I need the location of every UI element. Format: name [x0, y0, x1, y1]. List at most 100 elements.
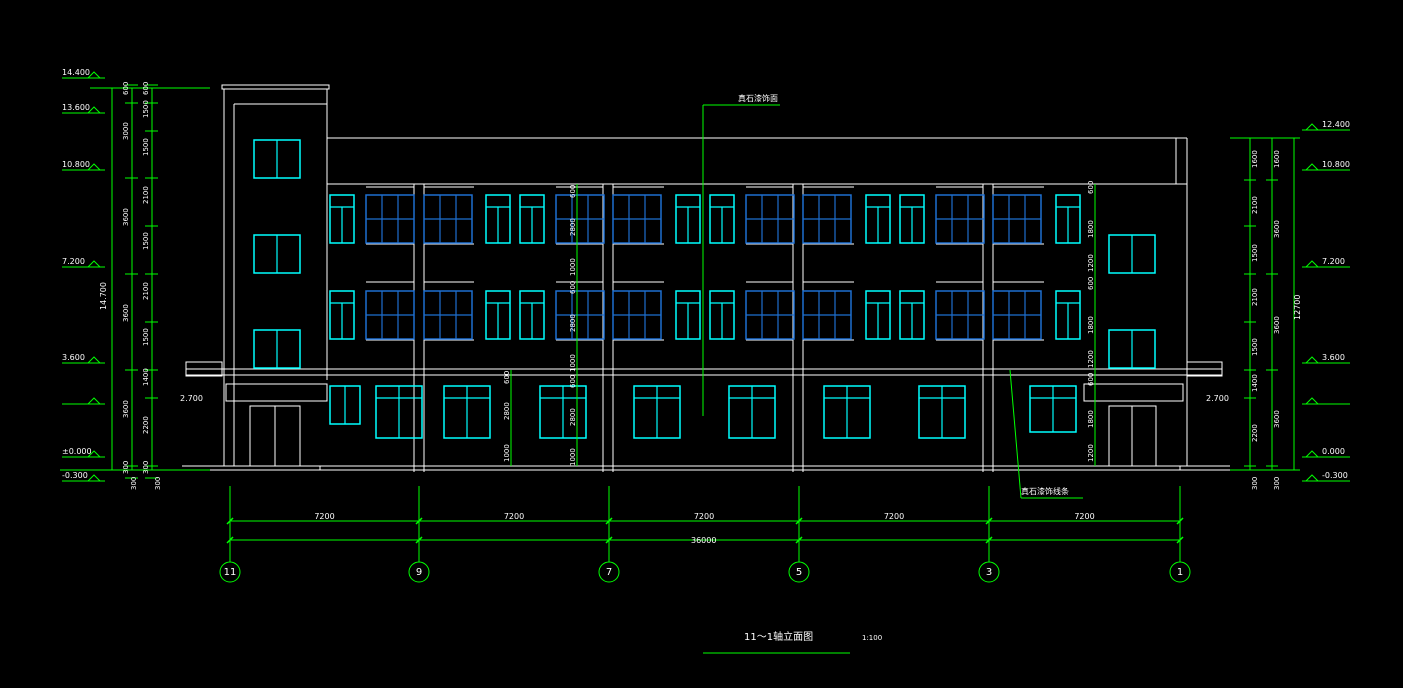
elev-triangle	[1305, 356, 1319, 364]
right-mid-dim: 3600	[1273, 220, 1281, 238]
center-dim-b-label: 1800	[1087, 220, 1095, 238]
axis-tick	[226, 517, 234, 525]
axis-label-7: 7	[606, 567, 612, 578]
axis-span-label: 7200	[694, 512, 714, 521]
axis-bubble	[219, 561, 241, 583]
center-dim-b-label: 600	[1087, 277, 1095, 290]
elev-triangle	[1305, 397, 1319, 405]
elev-triangle	[87, 450, 101, 458]
center-dim-a-label: 2800	[569, 314, 577, 332]
left-inner-dim: 2200	[142, 416, 150, 434]
center-dim-b-label: 600	[1087, 373, 1095, 386]
right-outer-dim: 12700	[1293, 295, 1302, 320]
drawing-scale: 1:100	[862, 634, 882, 642]
dimension-lines	[60, 71, 1350, 583]
right-mid-dim: 3600	[1273, 410, 1281, 428]
axis-span-label: 7200	[314, 512, 334, 521]
right-inner-dim: 2200	[1251, 424, 1259, 442]
axis-span-label: 7200	[504, 512, 524, 521]
axis-tick	[795, 536, 803, 544]
axis-tick	[795, 517, 803, 525]
elev-triangle	[87, 356, 101, 364]
right-inner-dim: 1500	[1251, 338, 1259, 356]
left-mid-dim: 3600	[122, 304, 130, 322]
left-mid-dim: 300	[122, 461, 130, 474]
elev-right-label: -0.300	[1322, 471, 1348, 480]
axis-span-label: 7200	[1074, 512, 1094, 521]
axis-bubble	[978, 561, 1000, 583]
note-bottom-leader	[1009, 369, 1022, 499]
elev-right-label: 10.800	[1322, 160, 1350, 169]
axis-tick	[226, 536, 234, 544]
axis-tick	[605, 517, 613, 525]
center-dim-b-label: 1200	[1087, 350, 1095, 368]
left-inner-dim: 1500	[142, 138, 150, 156]
entry-canopy-right	[1083, 383, 1184, 402]
center-dim-b-label: 1200	[1087, 254, 1095, 272]
axis-tick	[985, 517, 993, 525]
elev-right-label: 0.000	[1322, 447, 1345, 456]
elev-left-label: ±0.000	[62, 447, 92, 456]
right-mid-dim: 300	[1273, 477, 1281, 490]
left-inner-dim: 2100	[142, 282, 150, 300]
axis-tick	[985, 536, 993, 544]
left-mid-dim: 3600	[122, 208, 130, 226]
right-mid-dim: 3600	[1273, 316, 1281, 334]
axis-tick	[605, 536, 613, 544]
elev-triangle	[87, 397, 101, 405]
building-outline	[182, 84, 1230, 472]
elev-triangle	[87, 163, 101, 171]
note-bottom: 真石漆饰线条	[1021, 486, 1069, 496]
center-dim-b-label: 600	[1087, 181, 1095, 194]
center-dim-a-label: 600	[569, 185, 577, 198]
axis-tick	[1176, 536, 1184, 544]
left-bottom-dim: 300	[130, 477, 138, 490]
center-dim-a-label: 2800	[569, 218, 577, 236]
axis-bubble	[1169, 561, 1191, 583]
drawing-title: 11～1轴立面图	[744, 630, 813, 643]
elev-triangle	[1305, 123, 1319, 131]
elev-triangle	[1305, 450, 1319, 458]
elev-right-label: 2.700	[1206, 394, 1229, 403]
axis-total-label: 36000	[691, 536, 716, 545]
axis-bubble	[598, 561, 620, 583]
elev-triangle	[87, 474, 101, 482]
center-dim-a-label: 1000	[569, 258, 577, 276]
axis-label-5: 5	[796, 567, 802, 578]
left-inner-dim: 1500	[142, 232, 150, 250]
right-inner-dim: 1600	[1251, 150, 1259, 168]
left-mid-dim: 3000	[122, 122, 130, 140]
elev-left-label: 7.200	[62, 257, 85, 266]
canopy-right	[1186, 361, 1223, 377]
center-dim-c-label: 600	[503, 371, 511, 384]
left-inner-dim: 300	[142, 461, 150, 474]
elev-right-label: 7.200	[1322, 257, 1345, 266]
right-inner-dim: 1400	[1251, 374, 1259, 392]
left-bottom-dim: 300	[154, 477, 162, 490]
elev-left-label: 14.400	[62, 68, 90, 77]
center-dim-a-label: 600	[569, 375, 577, 388]
axis-span-label: 7200	[884, 512, 904, 521]
right-inner-dim: 300	[1251, 477, 1259, 490]
left-mid-dim: 3600	[122, 400, 130, 418]
canopy-left	[185, 361, 223, 377]
center-dim-b-label: 1200	[1087, 444, 1095, 462]
center-dim-b-label: 1800	[1087, 316, 1095, 334]
center-dim-b-label: 1800	[1087, 410, 1095, 428]
left-inner-dim: 1500	[142, 100, 150, 118]
right-inner-dim: 2100	[1251, 288, 1259, 306]
elev-left-label: 2.700	[180, 394, 203, 403]
elev-left-label: -0.300	[62, 471, 88, 480]
center-dim-a-label: 600	[569, 281, 577, 294]
axis-label-9: 9	[416, 567, 422, 578]
axis-tick	[415, 536, 423, 544]
elev-triangle	[87, 260, 101, 268]
right-mid-dim: 1600	[1273, 150, 1281, 168]
elev-triangle	[87, 106, 101, 114]
left-inner-dim: 1500	[142, 328, 150, 346]
center-dim-a-label: 1000	[569, 448, 577, 466]
axis-bubble	[408, 561, 430, 583]
entry-canopy-left	[225, 383, 328, 402]
elev-triangle	[1305, 474, 1319, 482]
